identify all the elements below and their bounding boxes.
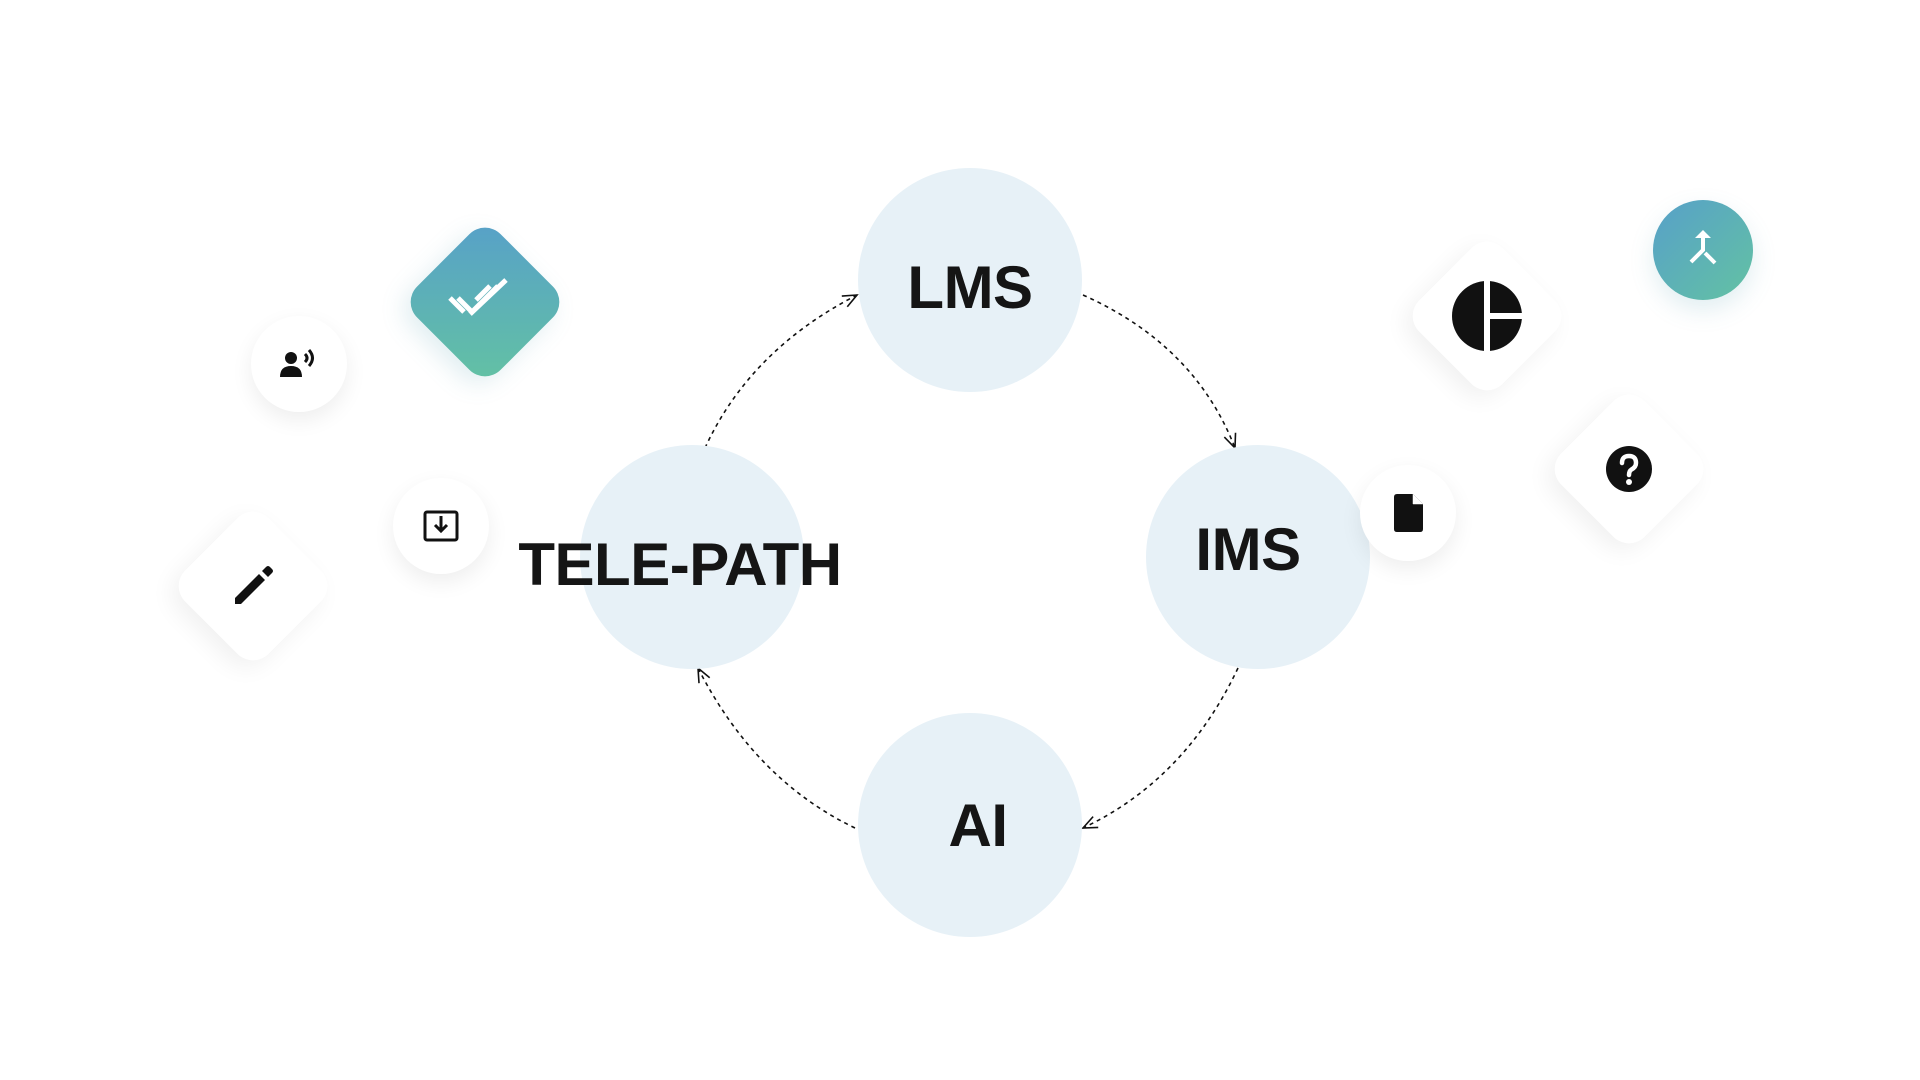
pencil-icon [235, 566, 273, 604]
question-badge [1545, 385, 1713, 553]
node-lms [858, 168, 1082, 392]
arrow-lms-to-ims [1082, 294, 1237, 450]
file-badge [1360, 465, 1456, 561]
voice-user-icon [280, 349, 314, 377]
file-icon [1394, 494, 1423, 532]
merge-arrow-icon [1689, 230, 1717, 265]
pencil-badge [169, 502, 337, 670]
download-box-badge [393, 478, 489, 574]
download-box-icon [423, 510, 459, 542]
question-icon [1606, 446, 1652, 492]
double-check-badge [401, 218, 569, 386]
arrow-ai-to-telepath [697, 666, 856, 829]
pie-chart-badge [1403, 232, 1571, 400]
pie-chart-icon [1452, 280, 1523, 352]
node-ims [1146, 445, 1370, 669]
node-ai [858, 713, 1082, 937]
node-ims-label: IMS [1195, 516, 1301, 583]
arrow-ims-to-ai [1081, 667, 1239, 829]
node-telepath-label: TELE-PATH [518, 531, 842, 598]
voice-user-badge [251, 316, 347, 412]
node-telepath [580, 445, 804, 669]
arrow-telepath-to-lms [704, 294, 859, 449]
merge-badge [1653, 200, 1753, 300]
node-lms-label: LMS [907, 254, 1033, 321]
double-check-icon [448, 278, 508, 316]
node-ai-label: AI [948, 792, 1009, 859]
